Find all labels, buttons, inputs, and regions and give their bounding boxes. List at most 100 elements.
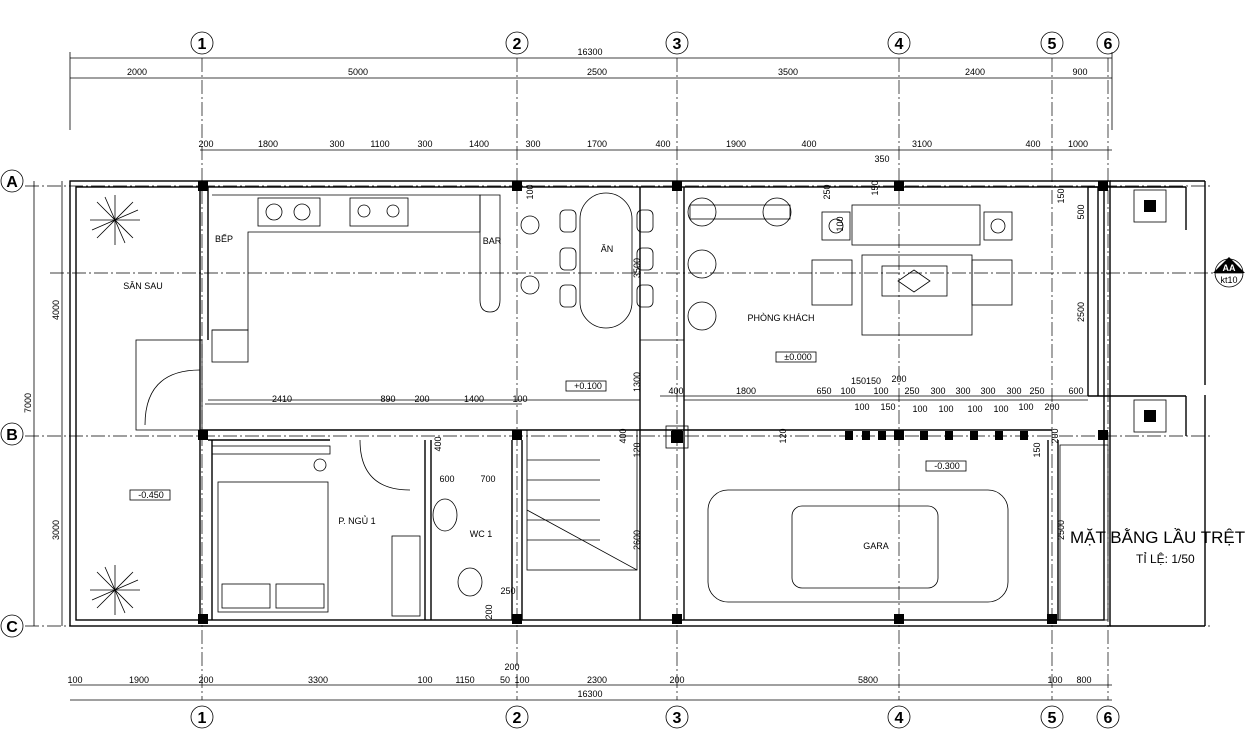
dim-mid-right: 150150 xyxy=(851,376,881,386)
room-label-p-ngu: P. NGỦ 1 xyxy=(338,515,375,526)
dim-top-detail: 200 xyxy=(198,139,213,149)
dim-misc: 100 xyxy=(525,184,535,199)
dim-bottom-bay: 5800 xyxy=(858,675,878,685)
grid-bubbles-bottom: 1 2 3 4 5 6 xyxy=(190,705,1120,729)
dim-bottom-overall: 16300 xyxy=(577,689,602,699)
dim-misc: 250 xyxy=(500,586,515,596)
dim-left-bay: 4000 xyxy=(51,300,61,320)
dim-mid-right: 300 xyxy=(930,386,945,396)
dim-misc: 3500 xyxy=(632,258,642,278)
room-labels: SÂN SAU BẾP BAR ĂN PHÒNG KHÁCH P. NGỦ 1 … xyxy=(123,234,889,551)
dim-bottom-bay: 3300 xyxy=(308,675,328,685)
dim-top-detail: 1100 xyxy=(370,139,389,149)
dim-bottom-bay: 800 xyxy=(1076,675,1091,685)
dim-bottom-bay: 50 xyxy=(500,675,510,685)
dim-misc: 250 xyxy=(822,184,832,199)
dim-top-detail: 400 xyxy=(1025,139,1040,149)
dim-bottom-bay: 200 xyxy=(198,675,213,685)
section-marker-sheet: kt10 xyxy=(1220,275,1237,285)
dim-top-detail: 1400 xyxy=(469,139,489,149)
kitchen-counter xyxy=(135,194,501,431)
dim-bottom-bay: 2300 xyxy=(587,675,607,685)
dim-top-bay: 900 xyxy=(1072,67,1087,77)
dim-mid-right: 650 xyxy=(816,386,831,396)
section-marker: AA kt10 xyxy=(1213,257,1245,288)
dim-top-bay: 2000 xyxy=(127,67,147,77)
walls xyxy=(69,180,1206,627)
dim-misc: 2500 xyxy=(1056,520,1066,540)
dim-mid-right: 200 xyxy=(891,374,906,384)
grid-label-c: C xyxy=(6,619,18,636)
dim-mid-right-sub: 100 xyxy=(912,404,927,414)
stair-and-garage xyxy=(526,429,1109,621)
drawing-title: MẶT BẰNG LẦU TRỆT TỈ LỆ: 1/50 xyxy=(1070,528,1245,566)
room-label-wc: WC 1 xyxy=(470,529,493,539)
dim-mid-right: 200 xyxy=(1044,402,1059,412)
dim-top-overall: 16300 xyxy=(577,47,602,57)
drawing-title-scale: TỈ LỆ: 1/50 xyxy=(1136,551,1195,566)
yard-trees xyxy=(90,195,140,615)
dim-mid-right-sub: 100 xyxy=(854,402,869,412)
dim-top-detail: 400 xyxy=(801,139,816,149)
grid-label-6-bottom: 6 xyxy=(1104,710,1113,727)
dim-mid-left: 100 xyxy=(512,394,527,404)
grid-label-2-top: 2 xyxy=(513,36,522,53)
dim-mid-right-sub: 100 xyxy=(967,404,982,414)
dim-mid-right: 100 xyxy=(873,386,888,396)
dim-mid-right: 1800 xyxy=(736,386,756,396)
grid-label-2-bottom: 2 xyxy=(513,710,522,727)
grid-bubbles-rows: A B C xyxy=(0,169,24,638)
living-furniture xyxy=(687,197,1013,336)
bedroom-furniture xyxy=(211,439,483,617)
dim-top-bay: 2500 xyxy=(587,67,607,77)
grid-axes xyxy=(25,58,1215,700)
room-label-an: ĂN xyxy=(601,244,614,254)
dim-misc: 500 xyxy=(1076,204,1086,219)
grid-label-5-top: 5 xyxy=(1048,36,1057,53)
dim-mid-right-sub: 100 xyxy=(993,404,1008,414)
dim-top-detail: 1900 xyxy=(726,139,746,149)
dim-mid-right: 300 xyxy=(980,386,995,396)
dim-bottom-bay: 100 xyxy=(417,675,432,685)
dim-mid-right-sub: 100 xyxy=(1018,402,1033,412)
dim-mid-right: 100 xyxy=(840,386,855,396)
room-label-bar: BAR xyxy=(483,236,502,246)
dim-misc: 600 xyxy=(439,474,454,484)
dim-bottom-bay: 100 xyxy=(1047,675,1062,685)
dim-top-detail: 300 xyxy=(525,139,540,149)
interior-dimensions: 2410 890 200 1400 100 400 1800 650 100 1… xyxy=(205,374,1088,414)
dim-misc: 1300 xyxy=(632,372,642,392)
dim-misc: 400 xyxy=(433,436,443,451)
dim-mid-right: 250 xyxy=(904,386,919,396)
dim-bottom-bay: 100 xyxy=(67,675,82,685)
level-living: ±0.000 xyxy=(784,352,811,362)
dim-bottom-bay: 1150 xyxy=(455,675,474,685)
dim-top-detail: 1700 xyxy=(587,139,607,149)
dim-mid-left: 890 xyxy=(380,394,395,404)
dim-mid-right: 300 xyxy=(955,386,970,396)
dim-mid-left: 1400 xyxy=(464,394,484,404)
dim-misc: 350 xyxy=(874,154,889,164)
section-marker-label: AA xyxy=(1223,263,1236,273)
grid-label-6-top: 6 xyxy=(1104,36,1113,53)
top-dimensions: 16300 2000 5000 2500 3500 2400 900 200 1… xyxy=(69,47,1113,151)
dim-mid-left: 200 xyxy=(414,394,429,404)
level-yard: -0.450 xyxy=(138,490,164,500)
dim-top-detail: 300 xyxy=(329,139,344,149)
dim-mid-left: 2410 xyxy=(272,394,292,404)
dim-bottom-bay: 1900 xyxy=(129,675,149,685)
grid-label-4-bottom: 4 xyxy=(895,710,904,727)
level-kitchen: +0.100 xyxy=(574,381,602,391)
dim-misc: 700 xyxy=(480,474,495,484)
dim-left-bay: 3000 xyxy=(51,520,61,540)
level-garage: -0.300 xyxy=(934,461,960,471)
dim-misc: 400 xyxy=(618,428,628,443)
dim-misc: 200 xyxy=(1050,428,1060,443)
dim-bottom-bay: 100 xyxy=(514,675,529,685)
level-markers: ±0.000 +0.100 -0.300 -0.450 xyxy=(129,351,967,501)
grid-label-1-top: 1 xyxy=(198,36,207,53)
dim-top-bay: 3500 xyxy=(778,67,798,77)
grid-label-3-top: 3 xyxy=(673,36,682,53)
dim-misc: 150 xyxy=(870,180,880,195)
dim-top-bay: 2400 xyxy=(965,67,985,77)
